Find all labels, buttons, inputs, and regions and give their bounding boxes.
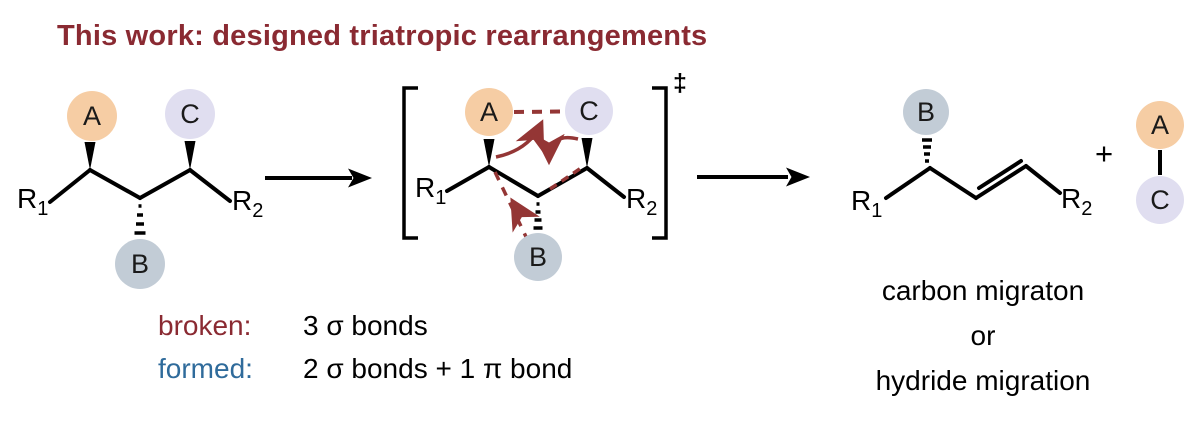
product-double-bond-line2 — [977, 159, 1023, 190]
r1-subscript: 1 — [435, 187, 447, 209]
r-base: R — [626, 183, 647, 214]
product-bond-c3-r2 — [1024, 164, 1062, 195]
bond-count-legend: broken: 3 σ bonds formed: 2 σ bonds + 1 π … — [158, 309, 572, 386]
reactant-r1-label: R1 — [17, 184, 48, 224]
r2-subscript: 2 — [1081, 198, 1093, 220]
plus-sign: + — [1095, 136, 1114, 171]
r-base: R — [1061, 183, 1082, 214]
product-hash-bond-b — [922, 138, 932, 163]
ts-r1-label: R1 — [415, 173, 446, 213]
forming-pi-bond — [549, 164, 585, 191]
reactant-bond-c2-c3 — [138, 168, 192, 200]
reactant-bond-c3-r2 — [188, 168, 232, 203]
r1-subscript: 1 — [37, 198, 49, 220]
electron-arrow-b-to-c1 — [510, 197, 540, 233]
ts-bracket-right — [652, 86, 668, 240]
reactant-atom-a: A — [67, 91, 117, 141]
product-bond-c1-c2 — [928, 166, 978, 200]
ts-hash-bond-b — [533, 202, 543, 230]
reactant-wedge-bond-a — [84, 142, 96, 170]
reactant-bond-c1-c2 — [88, 168, 142, 200]
product-atom-c: C — [1136, 176, 1184, 224]
ts-atom-c: C — [565, 87, 613, 135]
r-base: R — [851, 185, 872, 216]
formed-row: formed: 2 σ bonds + 1 π bond — [158, 352, 572, 386]
r2-subscript: 2 — [646, 198, 658, 220]
reaction-arrow-2 — [697, 167, 810, 187]
ts-wedge-bond-a — [483, 139, 495, 167]
reactant-skeleton — [48, 141, 232, 235]
ts-bond-c3-r2 — [585, 166, 626, 199]
ts-r2-label: R2 — [626, 184, 657, 224]
r-base: R — [415, 172, 436, 203]
product-r1-label: R1 — [851, 186, 882, 226]
r-base: R — [232, 185, 253, 216]
product-caption: carbon migraton or hydride migration — [818, 268, 1148, 403]
transition-state-dagger: ‡ — [673, 69, 687, 97]
ts-bracket-left — [402, 86, 418, 240]
r1-subscript: 1 — [871, 200, 883, 222]
reaction-arrow-1 — [265, 168, 372, 188]
reactant-hash-bond-b — [134, 204, 146, 235]
reactant-atom-c: C — [165, 89, 215, 139]
ts-atom-a: A — [465, 88, 513, 136]
ts-bond-r1-c1 — [445, 165, 491, 193]
product-atom-a: A — [1136, 101, 1184, 149]
electron-arrow-c-to-pi — [533, 133, 579, 166]
ts-wedge-bond-c — [581, 138, 593, 168]
broken-label: broken: — [158, 310, 252, 341]
transition-state-drawing — [402, 86, 668, 244]
product-r2-label: R2 — [1061, 184, 1092, 224]
broken-row: broken: 3 σ bonds — [158, 309, 572, 343]
ts-bond-c1-c2 — [487, 165, 540, 198]
caption-line-1: carbon migraton — [881, 275, 1085, 306]
scheme-title: This work: designed triatropic rearrange… — [57, 20, 708, 52]
reactant-r2-label: R2 — [232, 186, 263, 226]
ts-atom-b: B — [514, 233, 562, 281]
forming-bond-a-c — [513, 109, 565, 114]
caption-line-3: hydride migration — [875, 365, 1091, 396]
reactant-atom-b: B — [115, 239, 165, 289]
electron-arrow-a-to-c — [495, 119, 545, 159]
r-base: R — [17, 183, 38, 214]
formed-label: formed: — [158, 353, 253, 384]
r2-subscript: 2 — [252, 200, 264, 222]
caption-line-2: or — [970, 320, 996, 351]
product-bond-r1-c1 — [884, 166, 932, 200]
reactant-wedge-bond-c — [184, 141, 196, 170]
broken-value: 3 σ bonds — [303, 310, 428, 341]
reactant-bond-r1-c1 — [48, 168, 92, 204]
product-double-bond-line1 — [974, 164, 1028, 200]
product-skeleton — [884, 138, 1162, 200]
formed-value: 2 σ bonds + 1 π bond — [303, 353, 573, 384]
product-atom-b: B — [903, 89, 949, 135]
